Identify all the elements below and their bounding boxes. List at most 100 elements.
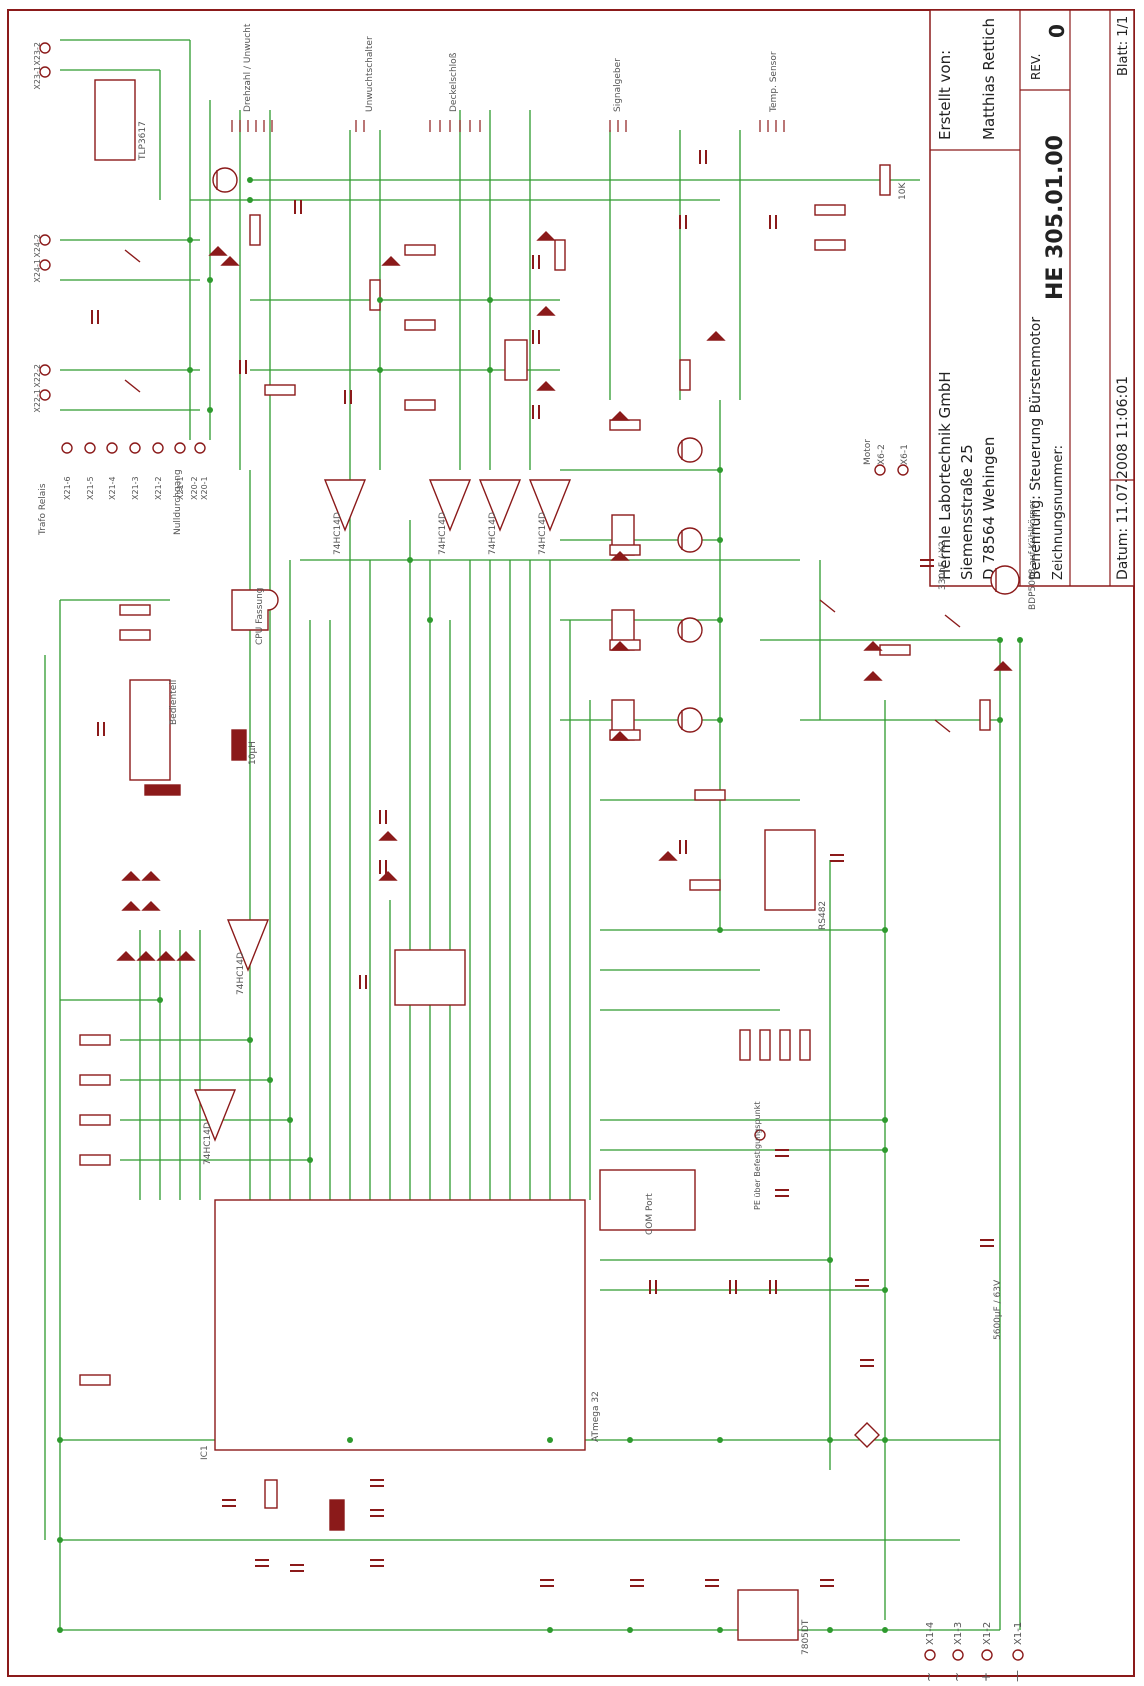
capacitors [91, 150, 994, 1587]
diodes [116, 231, 1013, 961]
label-x1-3: X1-3 [953, 1622, 964, 1645]
title-designation: Benennung: Steuerung Bürstenmotor [1028, 317, 1044, 580]
programming-header [394, 949, 466, 1006]
label-x1-4: X1-4 [925, 1622, 936, 1645]
title-block: Hermle Labortechnik GmbH Siemensstraße 2… [929, 9, 1135, 587]
inductor-l1 [231, 729, 247, 761]
label-ic2b-value: 74HC14D [333, 512, 343, 555]
label-x21-5: X21-5 [86, 476, 95, 500]
wiring [44, 39, 1021, 1631]
transistor-q5 [677, 437, 703, 463]
title-date: Datum: 11.07.2008 11:06:01 [1115, 376, 1131, 580]
label-x24-1: X24-1 [33, 259, 42, 283]
ic3-regulator [737, 1589, 799, 1641]
label-x21-3: X21-3 [131, 476, 140, 500]
label-nulldurchgang: Nulldurchgang [173, 469, 183, 535]
label-x24-2: X24-2 [33, 234, 42, 258]
label-x6-1: X6-1 [900, 444, 910, 465]
crystal-q1 [264, 1479, 278, 1509]
label-cpu-fassung: CPU Fassung [255, 587, 265, 645]
components-layer [79, 79, 1020, 1641]
ic6-optocoupler [94, 79, 136, 161]
title-drawing-number: HE 305.01.00 [1043, 135, 1068, 300]
title-street: Siemensstraße 25 [958, 444, 976, 580]
label-ic2c-value: 74HC14D [538, 512, 548, 555]
label-pe-note: PE über Befestigungspunkt [753, 1102, 762, 1210]
label-signalgeber: Signalgeber [613, 58, 623, 112]
label-ic2e-value: 74HC14D [236, 952, 246, 995]
label-ic1-value: ATmega 32 [591, 1391, 601, 1442]
inverter-ic2d [193, 1089, 237, 1142]
sign-x1-3: ~ [950, 1672, 964, 1682]
inverter-ic2c [528, 479, 572, 532]
inverter-ic2b [323, 479, 367, 532]
label-ic2d-value: 74HC14D [203, 1122, 213, 1165]
label-x22-1: X22-1 [33, 389, 42, 413]
title-rev-value: 0 [1045, 24, 1069, 38]
title-city: D 78564 Wehingen [980, 437, 998, 580]
label-ic4-value: RS482 [818, 901, 828, 930]
resistor-bank [79, 164, 991, 1386]
sign-x1-1: — [1010, 1670, 1024, 1682]
label-unwuchtschalter: Unwuchtschalter [365, 36, 375, 112]
relay-k4 [504, 339, 528, 381]
transistor-q7 [212, 167, 238, 193]
label-x1-1: X1-1 [1013, 1622, 1024, 1645]
sign-x1-4: ~ [922, 1672, 936, 1682]
inductor-l2 [329, 1499, 345, 1531]
label-x23-2: X23-2 [33, 42, 42, 66]
title-company: Hermle Labortechnik GmbH [936, 371, 954, 580]
transistor-q3 [677, 707, 703, 733]
label-temp-sensor: Temp. Sensor [769, 51, 779, 113]
label-ic3-value: 7805DT [801, 1619, 811, 1655]
com-port-connector [599, 1169, 696, 1231]
inverter-ic2e [226, 919, 270, 972]
drawing-frame [7, 9, 1135, 1677]
label-deckelschloss: Deckelschloß [449, 52, 459, 112]
label-x20-1: X20-1 [200, 476, 209, 500]
label-r24-value: 10K [898, 182, 908, 200]
label-x23-1: X23-1 [33, 66, 42, 90]
cpu-socket [231, 589, 279, 631]
switches [124, 249, 961, 733]
label-x22-2: X22-2 [33, 364, 42, 388]
label-x21-2: X21-2 [154, 476, 163, 500]
label-l1-value: 10µH [248, 741, 258, 765]
label-x6-2: X6-2 [877, 444, 887, 465]
label-c22-value: 330nF / X2 [938, 541, 948, 590]
ic1-microcontroller [214, 1199, 586, 1451]
terminals [39, 42, 1024, 1661]
transistor-q4 [677, 617, 703, 643]
transistor-q6 [990, 565, 1020, 595]
labels: Drehzahl / Unwucht Unwuchtschalter Decke… [33, 23, 1038, 1682]
ic4-transceiver [764, 829, 816, 911]
bridge-rectifier [854, 1422, 880, 1448]
label-c12-value: 5600µF / 63V [993, 1279, 1003, 1340]
title-sheet: Blatt: 1/1 [1116, 16, 1131, 76]
label-x20-2: X20-2 [190, 476, 199, 500]
label-x21-1: X21-1 [176, 476, 185, 500]
inverter-ic2f [428, 479, 472, 532]
label-ic1-ref: IC1 [200, 1445, 210, 1460]
label-ic6-value: TLP3617 [138, 121, 148, 161]
label-x21-6: X21-6 [63, 476, 72, 500]
label-com-port: COM Port [645, 1193, 655, 1235]
label-ic2a-value: 74HC14D [488, 512, 498, 555]
capacitor-c3 [144, 784, 181, 796]
header-pins [231, 120, 785, 132]
sign-x1-2: + [979, 1672, 993, 1682]
label-q6-value: BDP5008 auf Kühlkörper [1028, 500, 1038, 610]
junction-dots [57, 177, 1023, 1633]
title-author: Matthias Rettich [980, 18, 998, 140]
bedienteil-connector [129, 679, 171, 781]
label-trafo-relais: Trafo Relais [38, 483, 48, 536]
label-ic2f-value: 74HC14D [438, 512, 448, 555]
transistor-q2 [677, 527, 703, 553]
label-bedienteil: Bedienteil [169, 680, 179, 725]
label-x1-2: X1-2 [982, 1622, 993, 1645]
label-x21-4: X21-4 [108, 476, 117, 500]
title-drawing-no-label: Zeichnungsnummer: [1051, 445, 1066, 580]
label-drehzahl-unwucht: Drehzahl / Unwucht [243, 23, 253, 112]
title-rev-label: REV. [1029, 54, 1043, 80]
